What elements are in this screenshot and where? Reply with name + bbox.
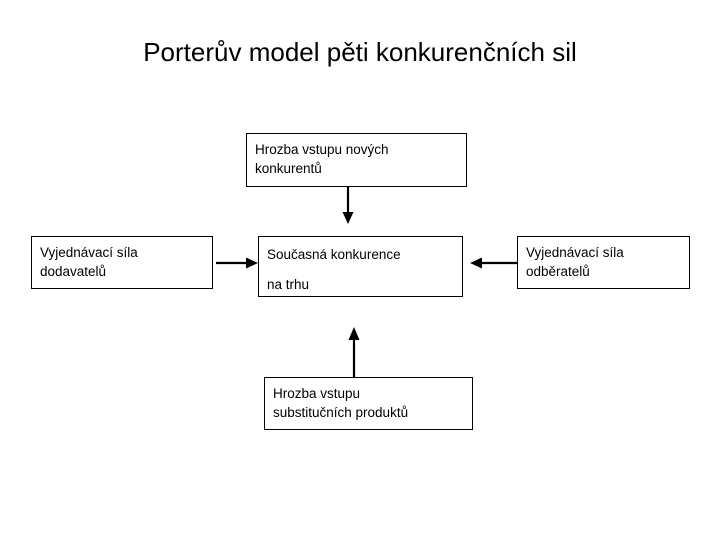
node-bargaining-power-of-buyers[interactable]: Vyjednávací síla odběratelů <box>517 236 690 289</box>
node-label-line-1: Hrozba vstupu nových <box>255 142 389 157</box>
node-label-line-1: Vyjednávací síla <box>40 245 138 260</box>
arrow-down-icon <box>342 186 354 224</box>
node-threat-of-substitutes[interactable]: Hrozba vstupu substitučních produktů <box>264 377 473 430</box>
node-label-line-2: dodavatelů <box>40 264 107 279</box>
arrow-right-icon <box>216 257 258 269</box>
node-label-line-1: Současná konkurence <box>267 247 401 262</box>
page-title: Porterův model pěti konkurenčních sil <box>143 37 577 67</box>
node-label-line-1: Vyjednávací síla <box>526 245 624 260</box>
arrow-left-icon <box>470 257 518 269</box>
arrow-up-icon <box>348 327 360 378</box>
node-bargaining-power-of-suppliers[interactable]: Vyjednávací síla dodavatelů <box>31 236 213 289</box>
node-label-line-2: odběratelů <box>526 264 590 279</box>
node-label-line-2: konkurentů <box>255 161 322 176</box>
node-label-line-2: substitučních produktů <box>273 405 409 420</box>
node-label-line-2: na trhu <box>267 277 310 292</box>
node-threat-of-new-entrants[interactable]: Hrozba vstupu nových konkurentů <box>246 133 467 187</box>
node-competitive-rivalry[interactable]: Současná konkurence na trhu <box>258 236 463 297</box>
node-label-line-1: Hrozba vstupu <box>273 386 361 401</box>
